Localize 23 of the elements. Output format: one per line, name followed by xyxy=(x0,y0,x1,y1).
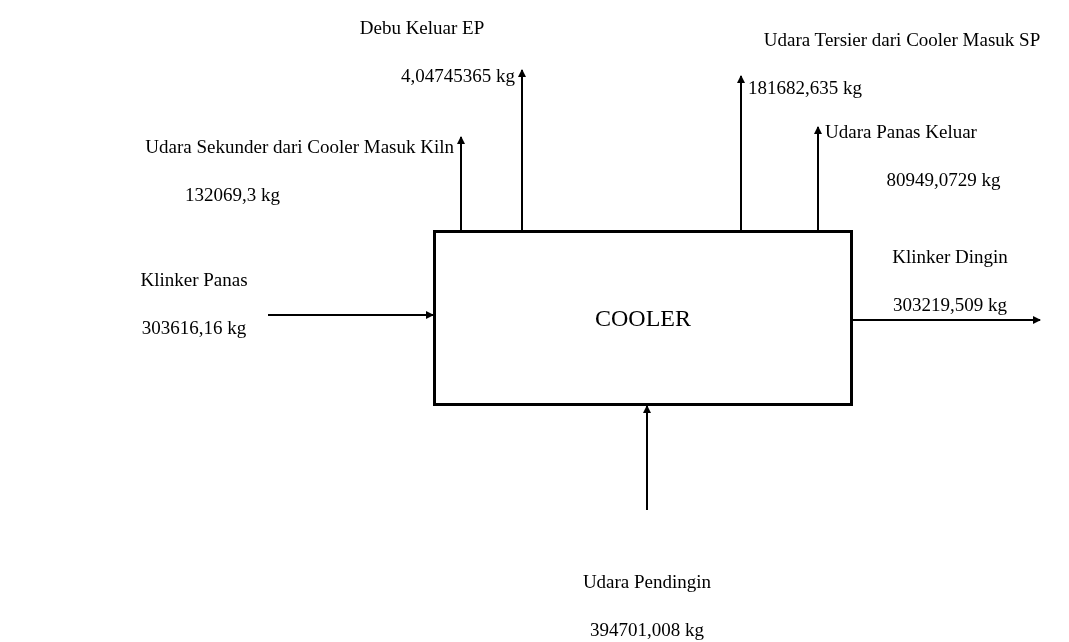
flow-name: Udara Panas Keluar xyxy=(825,121,977,143)
flow-name: Udara Pendingin xyxy=(582,571,712,593)
flow-mass: 181682,635 kg xyxy=(748,77,862,99)
flow-mass: 4,04745365 kg xyxy=(401,65,515,87)
flow-mass: 303616,16 kg xyxy=(141,317,247,339)
flow-name: Klinker Dingin xyxy=(892,246,1008,268)
arrow xyxy=(852,316,1041,324)
arrow xyxy=(267,311,434,319)
arrow xyxy=(518,69,526,231)
process-label: COOLER xyxy=(595,304,691,332)
flow-mass: 394701,008 kg xyxy=(590,619,704,641)
arrow xyxy=(457,136,465,231)
arrow xyxy=(643,405,651,511)
flow-mass: 80949,0729 kg xyxy=(886,169,1001,191)
flow-name: Debu Keluar EP xyxy=(359,17,485,39)
flow-name: Klinker Panas xyxy=(140,269,248,291)
arrow xyxy=(737,75,745,231)
flow-mass: 132069,3 kg xyxy=(185,184,280,206)
flow-mass: 303219,509 kg xyxy=(893,294,1007,316)
flow-name: Udara Tersier dari Cooler Masuk SP xyxy=(763,29,1041,51)
flow-name: Udara Sekunder dari Cooler Masuk Kiln xyxy=(145,136,454,158)
process-box xyxy=(433,230,853,406)
arrow xyxy=(814,126,822,231)
